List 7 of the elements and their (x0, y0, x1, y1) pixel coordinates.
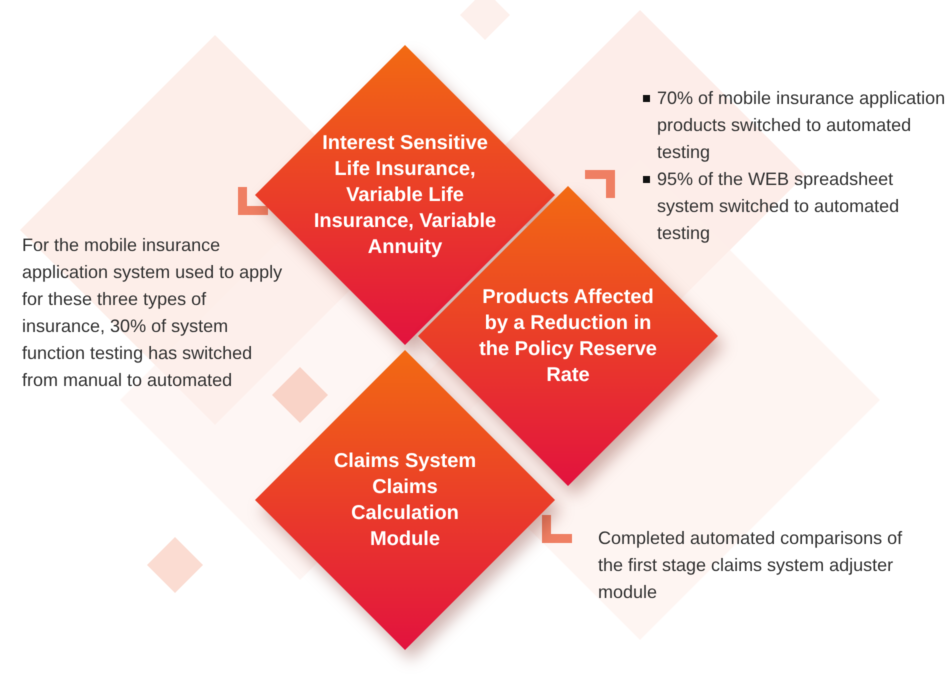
node-label: Interest Sensitive Life Insurance, Variable Life Insurance, Variable Annuity (312, 131, 498, 260)
bullet-text: 70% of mobile insurance application products switched to automated testing (657, 87, 946, 164)
node-label: Products Affected by a Reduction in the Policy Reserve Rate (478, 285, 658, 388)
node-label: Claims System Claims Calculation Module (332, 449, 478, 552)
description-text: Completed automated comparisons of the first stage claims system adjuster module (598, 527, 904, 604)
description-text: For the mobile insurance application system used to apply for these three types of insurance, 30% of system function testing has switched from manual to automated (22, 234, 284, 392)
bullet-text: 95% of the WEB spreadsheet system switched to automated testing (657, 168, 900, 245)
